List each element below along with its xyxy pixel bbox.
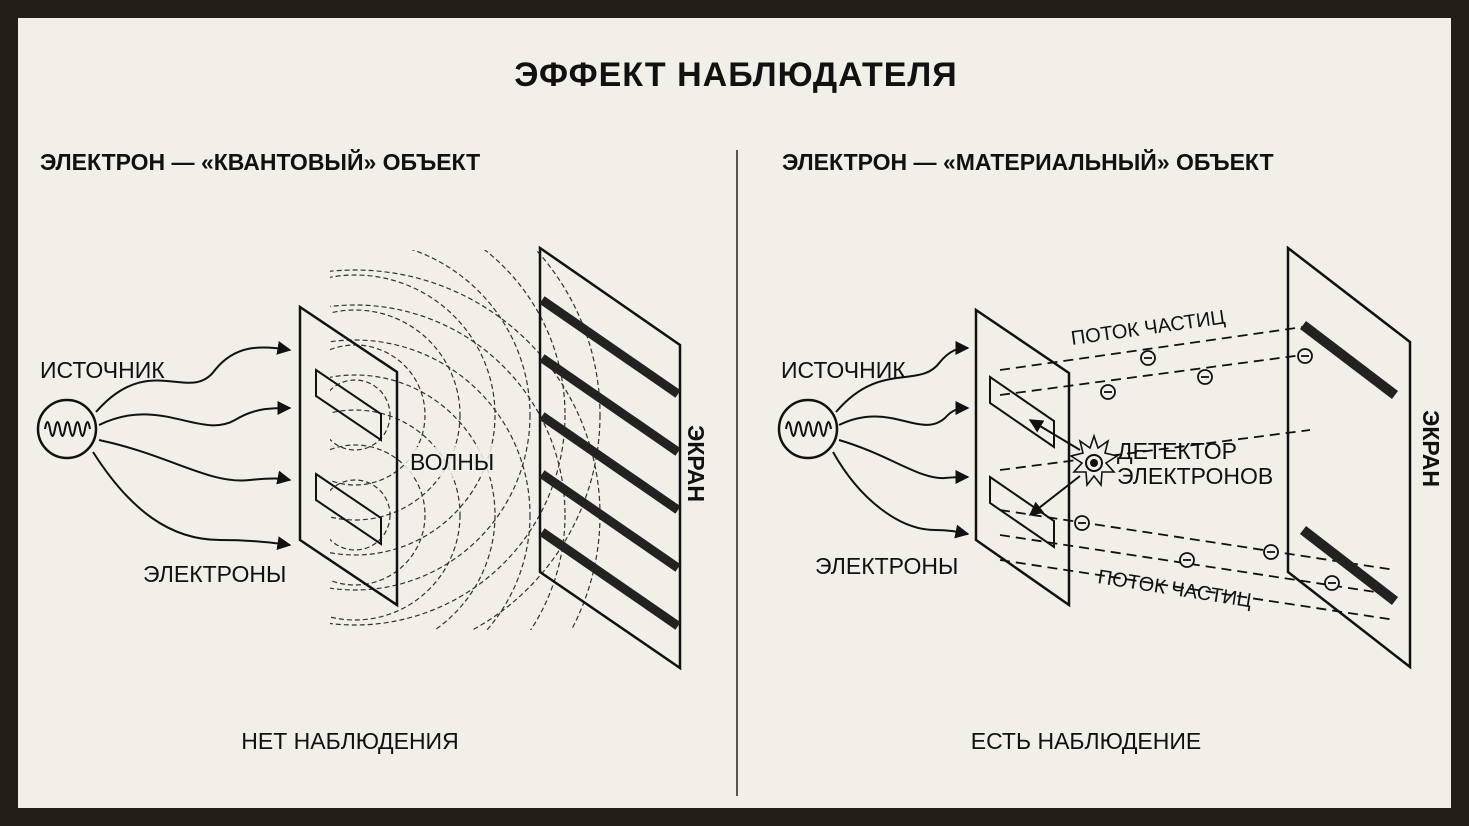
detector-icon [1068, 433, 1120, 488]
arrow-icon [98, 439, 292, 485]
electron-particles [1074, 348, 1340, 591]
paper-background [18, 18, 1451, 808]
arrow-icon [1028, 419, 1081, 451]
left-electrons-label: ЭЛЕКТРОНЫ [143, 561, 286, 587]
right-screen-label: ЭКРАН [1418, 410, 1444, 487]
electron-icon [1140, 350, 1156, 366]
electron-icon [1179, 552, 1195, 568]
left-screen-label: ЭКРАН [683, 425, 709, 502]
interference-bands [539, 296, 681, 630]
right-caption: ЕСТЬ НАБЛЮДЕНИЕ [971, 728, 1201, 754]
wave-source-icon [36, 398, 98, 460]
arrow-icon [835, 341, 970, 413]
right-electron-arrows [832, 341, 970, 539]
arrow-icon [95, 341, 292, 413]
electron-icon [1074, 515, 1090, 531]
particle-bands [1299, 321, 1399, 605]
diagram-title: ЭФФЕКТ НАБЛЮДАТЕЛЯ [514, 56, 957, 94]
right-panel: ЭЛЕКТРОН — «МАТЕРИАЛЬНЫЙ» ОБЪЕКТ ИСТОЧНИ… [777, 148, 1444, 754]
arrow-icon [832, 451, 970, 539]
stream-top-label: ПОТОК ЧАСТИЦ [1070, 307, 1227, 350]
electron-icon [1100, 384, 1116, 400]
arrow-icon [98, 401, 292, 427]
right-electrons-label: ЭЛЕКТРОНЫ [815, 553, 958, 579]
right-heading: ЭЛЕКТРОН — «МАТЕРИАЛЬНЫЙ» ОБЪЕКТ [782, 148, 1274, 175]
detector-label-line2: ЭЛЕКТРОНОВ [1117, 463, 1273, 489]
electron-icon [1297, 348, 1313, 364]
particle-streams [999, 325, 1396, 621]
arrow-icon [1028, 475, 1081, 516]
left-screen [538, 245, 682, 671]
electron-icon [1197, 369, 1213, 385]
electron-icon [1263, 544, 1279, 560]
stream-bottom-label: ПОТОК ЧАСТИЦ [1096, 566, 1253, 612]
left-heading: ЭЛЕКТРОН — «КВАНТОВЫЙ» ОБЪЕКТ [40, 148, 480, 175]
electron-icon [1324, 575, 1340, 591]
arrow-icon [838, 439, 970, 485]
arrow-icon [92, 451, 292, 551]
arrow-icon [838, 401, 970, 426]
detector-label-line1: ДЕТЕКТОР [1117, 438, 1237, 464]
wave-source-icon [777, 398, 839, 460]
right-slit-plate [974, 307, 1071, 608]
left-caption: НЕТ НАБЛЮДЕНИЯ [241, 728, 458, 754]
left-source-label: ИСТОЧНИК [40, 357, 165, 383]
left-slit-plate [298, 304, 399, 608]
left-panel: ЭЛЕКТРОН — «КВАНТОВЫЙ» ОБЪЕКТ ИСТОЧНИК Э… [36, 148, 709, 754]
right-screen [1286, 245, 1412, 670]
detector-pointers [1028, 419, 1081, 516]
right-source-label: ИСТОЧНИК [781, 357, 906, 383]
waves-label: ВОЛНЫ [410, 449, 494, 475]
left-electron-arrows [92, 341, 292, 551]
